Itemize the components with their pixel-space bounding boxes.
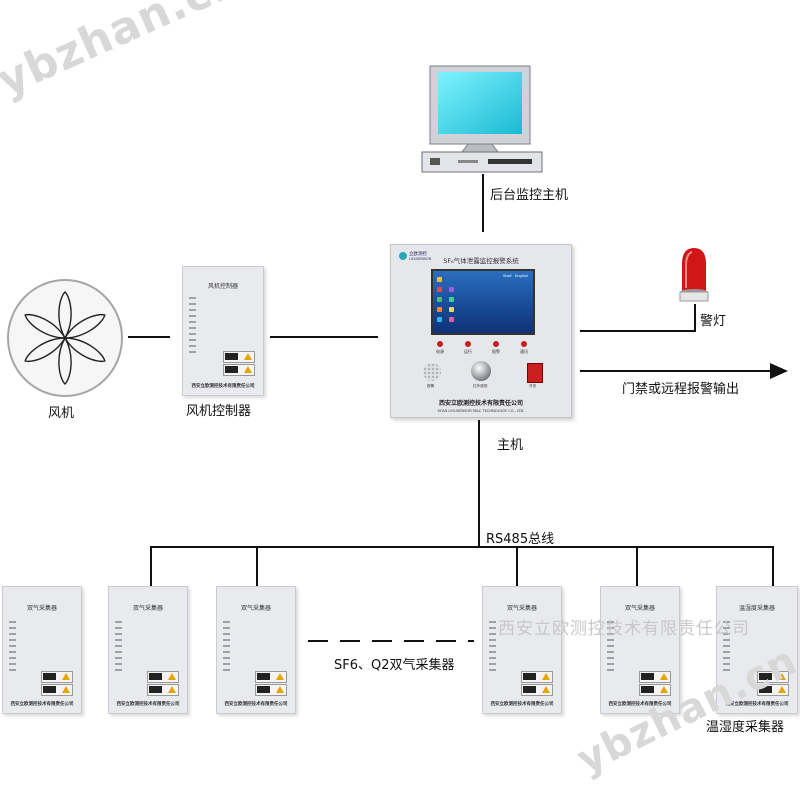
dashed-continuation-line	[308, 640, 474, 642]
bus-drop-1	[150, 546, 152, 586]
computer-icon	[421, 65, 543, 173]
main-to-bus-line	[478, 420, 480, 548]
main-unit-title: SF₆气体泄露监控报警系统	[443, 257, 519, 265]
main-unit-label: 主机	[497, 438, 524, 453]
watermark-top: ybzhan.cn	[0, 0, 250, 107]
bus-line	[150, 546, 774, 548]
bus-drop-3	[516, 546, 518, 586]
knob-icon	[471, 361, 491, 381]
main-unit-screen: Start English	[431, 269, 535, 335]
fan-controller-company: 西安立欧测控技术有限责任公司	[191, 384, 255, 389]
alarm-light-label: 警灯	[700, 314, 727, 329]
collector-box-1: 双气采集器 西安立欧测控技术有限责任公司	[2, 586, 82, 714]
computer-label: 后台监控主机	[490, 188, 569, 203]
fan-label: 风机	[48, 406, 75, 421]
speaker-icon	[423, 363, 441, 381]
company-logo: 立欧测控 LIOUSENSOR	[399, 251, 431, 263]
collectors-label: SF6、Q2双气采集器	[334, 658, 455, 673]
fan-icon	[7, 279, 123, 397]
collector-box-5: 双气采集器 西安立欧测控技术有限责任公司	[600, 586, 680, 714]
arrow-head-icon	[770, 363, 788, 379]
temp-humidity-box: 温湿度采集器 西安立欧测控技术有限责任公司	[716, 586, 798, 714]
button-label-run: 运行	[464, 349, 472, 354]
warning-label	[223, 351, 255, 363]
bus-drop-5	[772, 546, 774, 586]
bus-label: RS485总线	[486, 532, 555, 547]
collector-box-3: 双气采集器 西安立欧测控技术有限责任公司	[216, 586, 296, 714]
controller-link-line	[270, 336, 378, 338]
fan-controller-box: 风机控制器 西安立欧测控技术有限责任公司	[182, 266, 264, 396]
alarm-link-vertical	[694, 304, 696, 332]
button-label-alarm: 报警	[492, 349, 500, 354]
temp-collector-label: 温湿度采集器	[706, 720, 785, 735]
output-arrow-line	[580, 370, 776, 372]
computer-link-line	[482, 174, 484, 232]
alarm-link-horizontal	[580, 330, 696, 332]
main-unit-company: 西安立欧测控技术有限责任公司	[438, 400, 523, 407]
watermark-company: 西安立欧测控技术有限责任公司	[498, 619, 750, 639]
fan-controller-label: 风机控制器	[186, 404, 252, 419]
fan-link-line	[128, 336, 170, 338]
bus-drop-4	[636, 546, 638, 586]
button-label-power: 电源	[436, 349, 444, 354]
main-unit-company-en: XI'AN LIOUSENSOR M&C TECHNOLOGY CO., LTD…	[437, 409, 525, 413]
main-unit: 立欧测控 LIOUSENSOR SF₆气体泄露监控报警系统 Start Engl…	[390, 244, 572, 418]
warning-label	[223, 364, 255, 376]
bus-drop-2	[256, 546, 258, 586]
collector-box-2: 双气采集器 西安立欧测控技术有限责任公司	[108, 586, 188, 714]
output-label: 门禁或远程报警输出	[622, 382, 740, 397]
collector-box-4: 双气采集器 西安立欧测控技术有限责任公司	[482, 586, 562, 714]
fan-controller-title: 风机控制器	[207, 283, 238, 290]
alarm-light-icon	[679, 248, 709, 302]
red-switch	[527, 363, 543, 383]
button-label-comm: 通讯	[520, 349, 528, 354]
